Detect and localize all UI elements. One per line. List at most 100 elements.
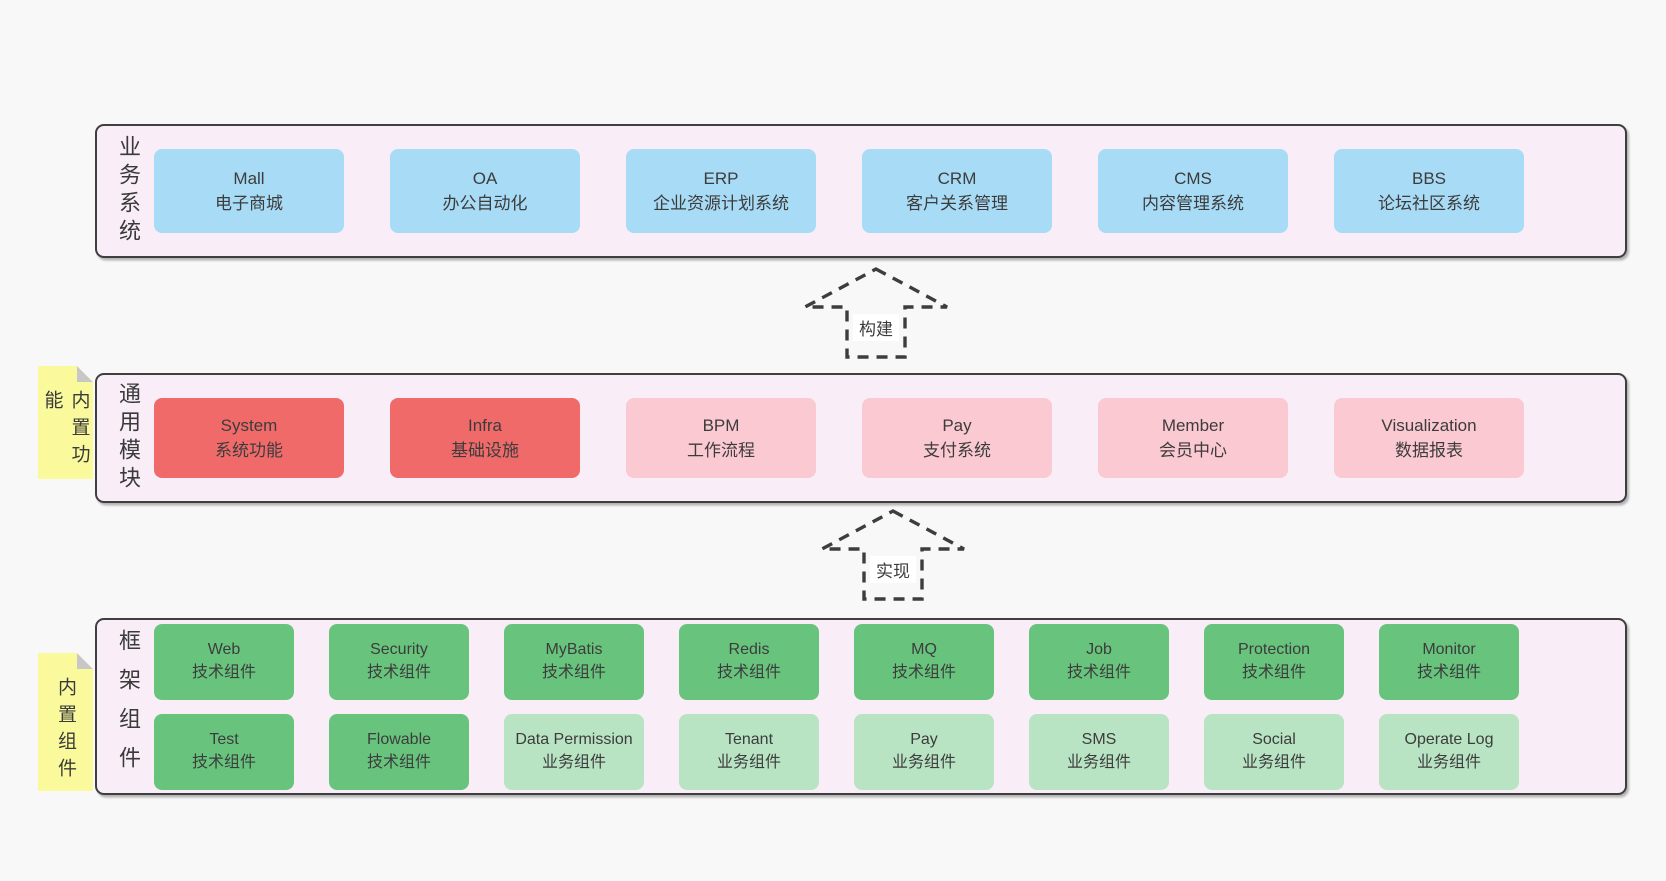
box-redis: Redis 技术组件 [679, 623, 819, 700]
box-sms: SMS 业务组件 [1029, 713, 1169, 790]
box-title: Protection [1237, 641, 1311, 659]
box-tenant: Tenant 业务组件 [679, 713, 819, 790]
box-title: Member [1161, 415, 1225, 435]
box-subtitle: 业务组件 [716, 753, 781, 771]
common-modules-panel: 通用模块 System 系统功能 Infra 基础设施 BPM 工作流程 Pay… [95, 373, 1627, 503]
box-title: CMS [1174, 168, 1212, 188]
box-title: Operate Log [1404, 731, 1494, 749]
box-subtitle: 业务组件 [1066, 753, 1131, 771]
box-security: Security 技术组件 [329, 623, 469, 700]
box-title: Flowable [366, 731, 432, 749]
box-subtitle: 系统功能 [215, 441, 283, 460]
box-title: BPM [702, 415, 740, 435]
common-modules-boxes: System 系统功能 Infra 基础设施 BPM 工作流程 Pay 支付系统… [146, 398, 1625, 478]
box-erp: ERP 企业资源计划系统 [626, 149, 816, 233]
box-title: BBS [1411, 168, 1447, 188]
box-subtitle: 数据报表 [1395, 441, 1463, 460]
box-title: MQ [911, 641, 937, 659]
box-title: System [220, 415, 278, 435]
box-title: Pay [942, 415, 972, 435]
box-subtitle: 客户关系管理 [906, 194, 1008, 213]
box-monitor: Monitor 技术组件 [1379, 623, 1519, 700]
box-data-permission: Data Permission 业务组件 [504, 713, 644, 790]
box-flowable: Flowable 技术组件 [329, 713, 469, 790]
box-crm: CRM 客户关系管理 [862, 149, 1052, 233]
box-subtitle: 技术组件 [1066, 663, 1131, 681]
sticky-note-builtin-components: 内置组件 [38, 653, 93, 791]
up-arrow-icon [804, 267, 948, 359]
box-bbs: BBS 论坛社区系统 [1334, 149, 1524, 233]
business-systems-boxes: Mall 电子商城 OA 办公自动化 ERP 企业资源计划系统 CRM 客户关系… [146, 149, 1625, 233]
box-pay: Pay 支付系统 [862, 398, 1052, 478]
box-subtitle: 业务组件 [1241, 753, 1306, 771]
common-modules-label: 通用模块 [116, 382, 141, 494]
box-subtitle: 企业资源计划系统 [653, 194, 789, 213]
components-row-1: Web 技术组件 Security 技术组件 MyBatis 技术组件 Redi… [146, 623, 1625, 700]
box-infra: Infra 基础设施 [390, 398, 580, 478]
box-mall: Mall 电子商城 [154, 149, 344, 233]
box-subtitle: 技术组件 [366, 753, 431, 771]
box-subtitle: 会员中心 [1159, 441, 1227, 460]
box-mq: MQ 技术组件 [854, 623, 994, 700]
box-subtitle: 技术组件 [541, 663, 606, 681]
box-subtitle: 论坛社区系统 [1378, 194, 1480, 213]
box-web: Web 技术组件 [154, 623, 294, 700]
box-title: MyBatis [545, 641, 603, 659]
sticky-note-text: 内置功能 [41, 390, 90, 471]
box-title: ERP [703, 168, 739, 188]
box-test: Test 技术组件 [154, 713, 294, 790]
implement-arrow: 实现 [818, 506, 968, 603]
box-subtitle: 技术组件 [1241, 663, 1306, 681]
framework-components-label: 框架组件 [116, 628, 141, 785]
box-subtitle: 业务组件 [891, 753, 956, 771]
sticky-note-builtin-features: 内置功能 [38, 366, 93, 479]
box-subtitle: 电子商城 [215, 194, 283, 213]
box-title: CRM [937, 168, 977, 188]
box-protection: Protection 技术组件 [1204, 623, 1344, 700]
box-subtitle: 技术组件 [191, 663, 256, 681]
box-system: System 系统功能 [154, 398, 344, 478]
sticky-note-text: 内置组件 [55, 677, 76, 785]
business-systems-label: 业务系统 [116, 135, 141, 247]
framework-components-panel: 框架组件 Web 技术组件 Security 技术组件 MyBatis 技术组件… [95, 618, 1627, 795]
box-subtitle: 基础设施 [451, 441, 519, 460]
box-bpm: BPM 工作流程 [626, 398, 816, 478]
box-title: Visualization [1381, 415, 1477, 435]
box-subtitle: 业务组件 [541, 753, 606, 771]
box-subtitle: 内容管理系统 [1142, 194, 1244, 213]
box-subtitle: 办公自动化 [442, 194, 528, 213]
implement-arrow-label: 实现 [870, 556, 916, 583]
box-subtitle: 工作流程 [687, 441, 755, 460]
box-visualization: Visualization 数据报表 [1334, 398, 1524, 478]
build-arrow-label: 构建 [853, 314, 899, 341]
box-social: Social 业务组件 [1204, 713, 1344, 790]
box-title: Web [207, 641, 241, 659]
box-title: Security [370, 641, 428, 659]
box-subtitle: 业务组件 [1416, 753, 1481, 771]
box-subtitle: 技术组件 [366, 663, 431, 681]
components-row-2: Test 技术组件 Flowable 技术组件 Data Permission … [146, 713, 1625, 790]
box-title: Social [1252, 731, 1296, 749]
box-title: Redis [728, 641, 770, 659]
box-title: Pay [910, 731, 938, 749]
box-oa: OA 办公自动化 [390, 149, 580, 233]
box-title: OA [472, 168, 498, 188]
build-arrow: 构建 [801, 264, 951, 361]
business-systems-panel: 业务系统 Mall 电子商城 OA 办公自动化 ERP 企业资源计划系统 CRM… [95, 124, 1627, 258]
box-subtitle: 技术组件 [891, 663, 956, 681]
box-mybatis: MyBatis 技术组件 [504, 623, 644, 700]
box-title: Data Permission [515, 731, 633, 749]
box-subtitle: 技术组件 [191, 753, 256, 771]
box-title: Monitor [1422, 641, 1476, 659]
up-arrow-icon [821, 509, 965, 601]
box-title: SMS [1081, 731, 1117, 749]
box-title: Test [209, 731, 239, 749]
box-subtitle: 技术组件 [716, 663, 781, 681]
box-subtitle: 支付系统 [923, 441, 991, 460]
box-operate-log: Operate Log 业务组件 [1379, 713, 1519, 790]
box-title: Job [1086, 641, 1112, 659]
framework-components-rows: Web 技术组件 Security 技术组件 MyBatis 技术组件 Redi… [146, 623, 1625, 790]
box-pay-business: Pay 业务组件 [854, 713, 994, 790]
box-title: Infra [467, 415, 503, 435]
box-job: Job 技术组件 [1029, 623, 1169, 700]
